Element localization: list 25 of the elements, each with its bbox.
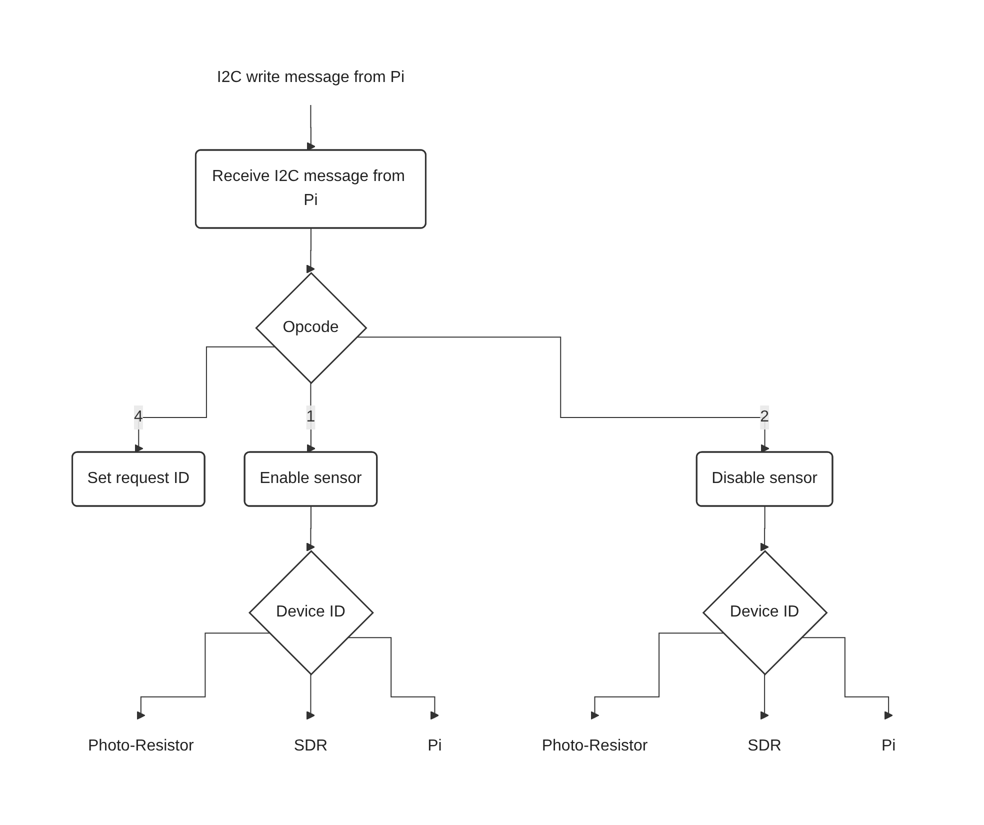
edge-label: 1 <box>306 408 316 426</box>
edge-label: 2 <box>760 408 770 426</box>
node-diamond: Device ID <box>702 550 828 676</box>
node-text: SDR <box>748 738 782 755</box>
arrow <box>306 228 316 274</box>
arrow <box>134 346 276 454</box>
node-text: I2C write message from Pi <box>217 69 405 86</box>
arrow <box>356 336 770 454</box>
node-diamond: Opcode <box>255 272 368 384</box>
arrow <box>590 632 724 720</box>
arrow <box>306 104 316 152</box>
arrow <box>347 637 440 720</box>
node-text: Pi <box>428 738 442 755</box>
arrow <box>306 506 316 552</box>
edge-label: 4 <box>134 408 144 426</box>
arrow <box>306 674 316 720</box>
node-text: Photo-Resistor <box>88 738 194 755</box>
node-text: SDR <box>294 738 328 755</box>
arrow <box>760 674 770 720</box>
node-text: Photo-Resistor <box>542 738 648 755</box>
arrow <box>760 506 770 552</box>
arrow <box>136 632 270 720</box>
node-diamond: Device ID <box>248 550 374 676</box>
arrow <box>800 637 894 720</box>
node-text: Pi <box>882 738 896 755</box>
